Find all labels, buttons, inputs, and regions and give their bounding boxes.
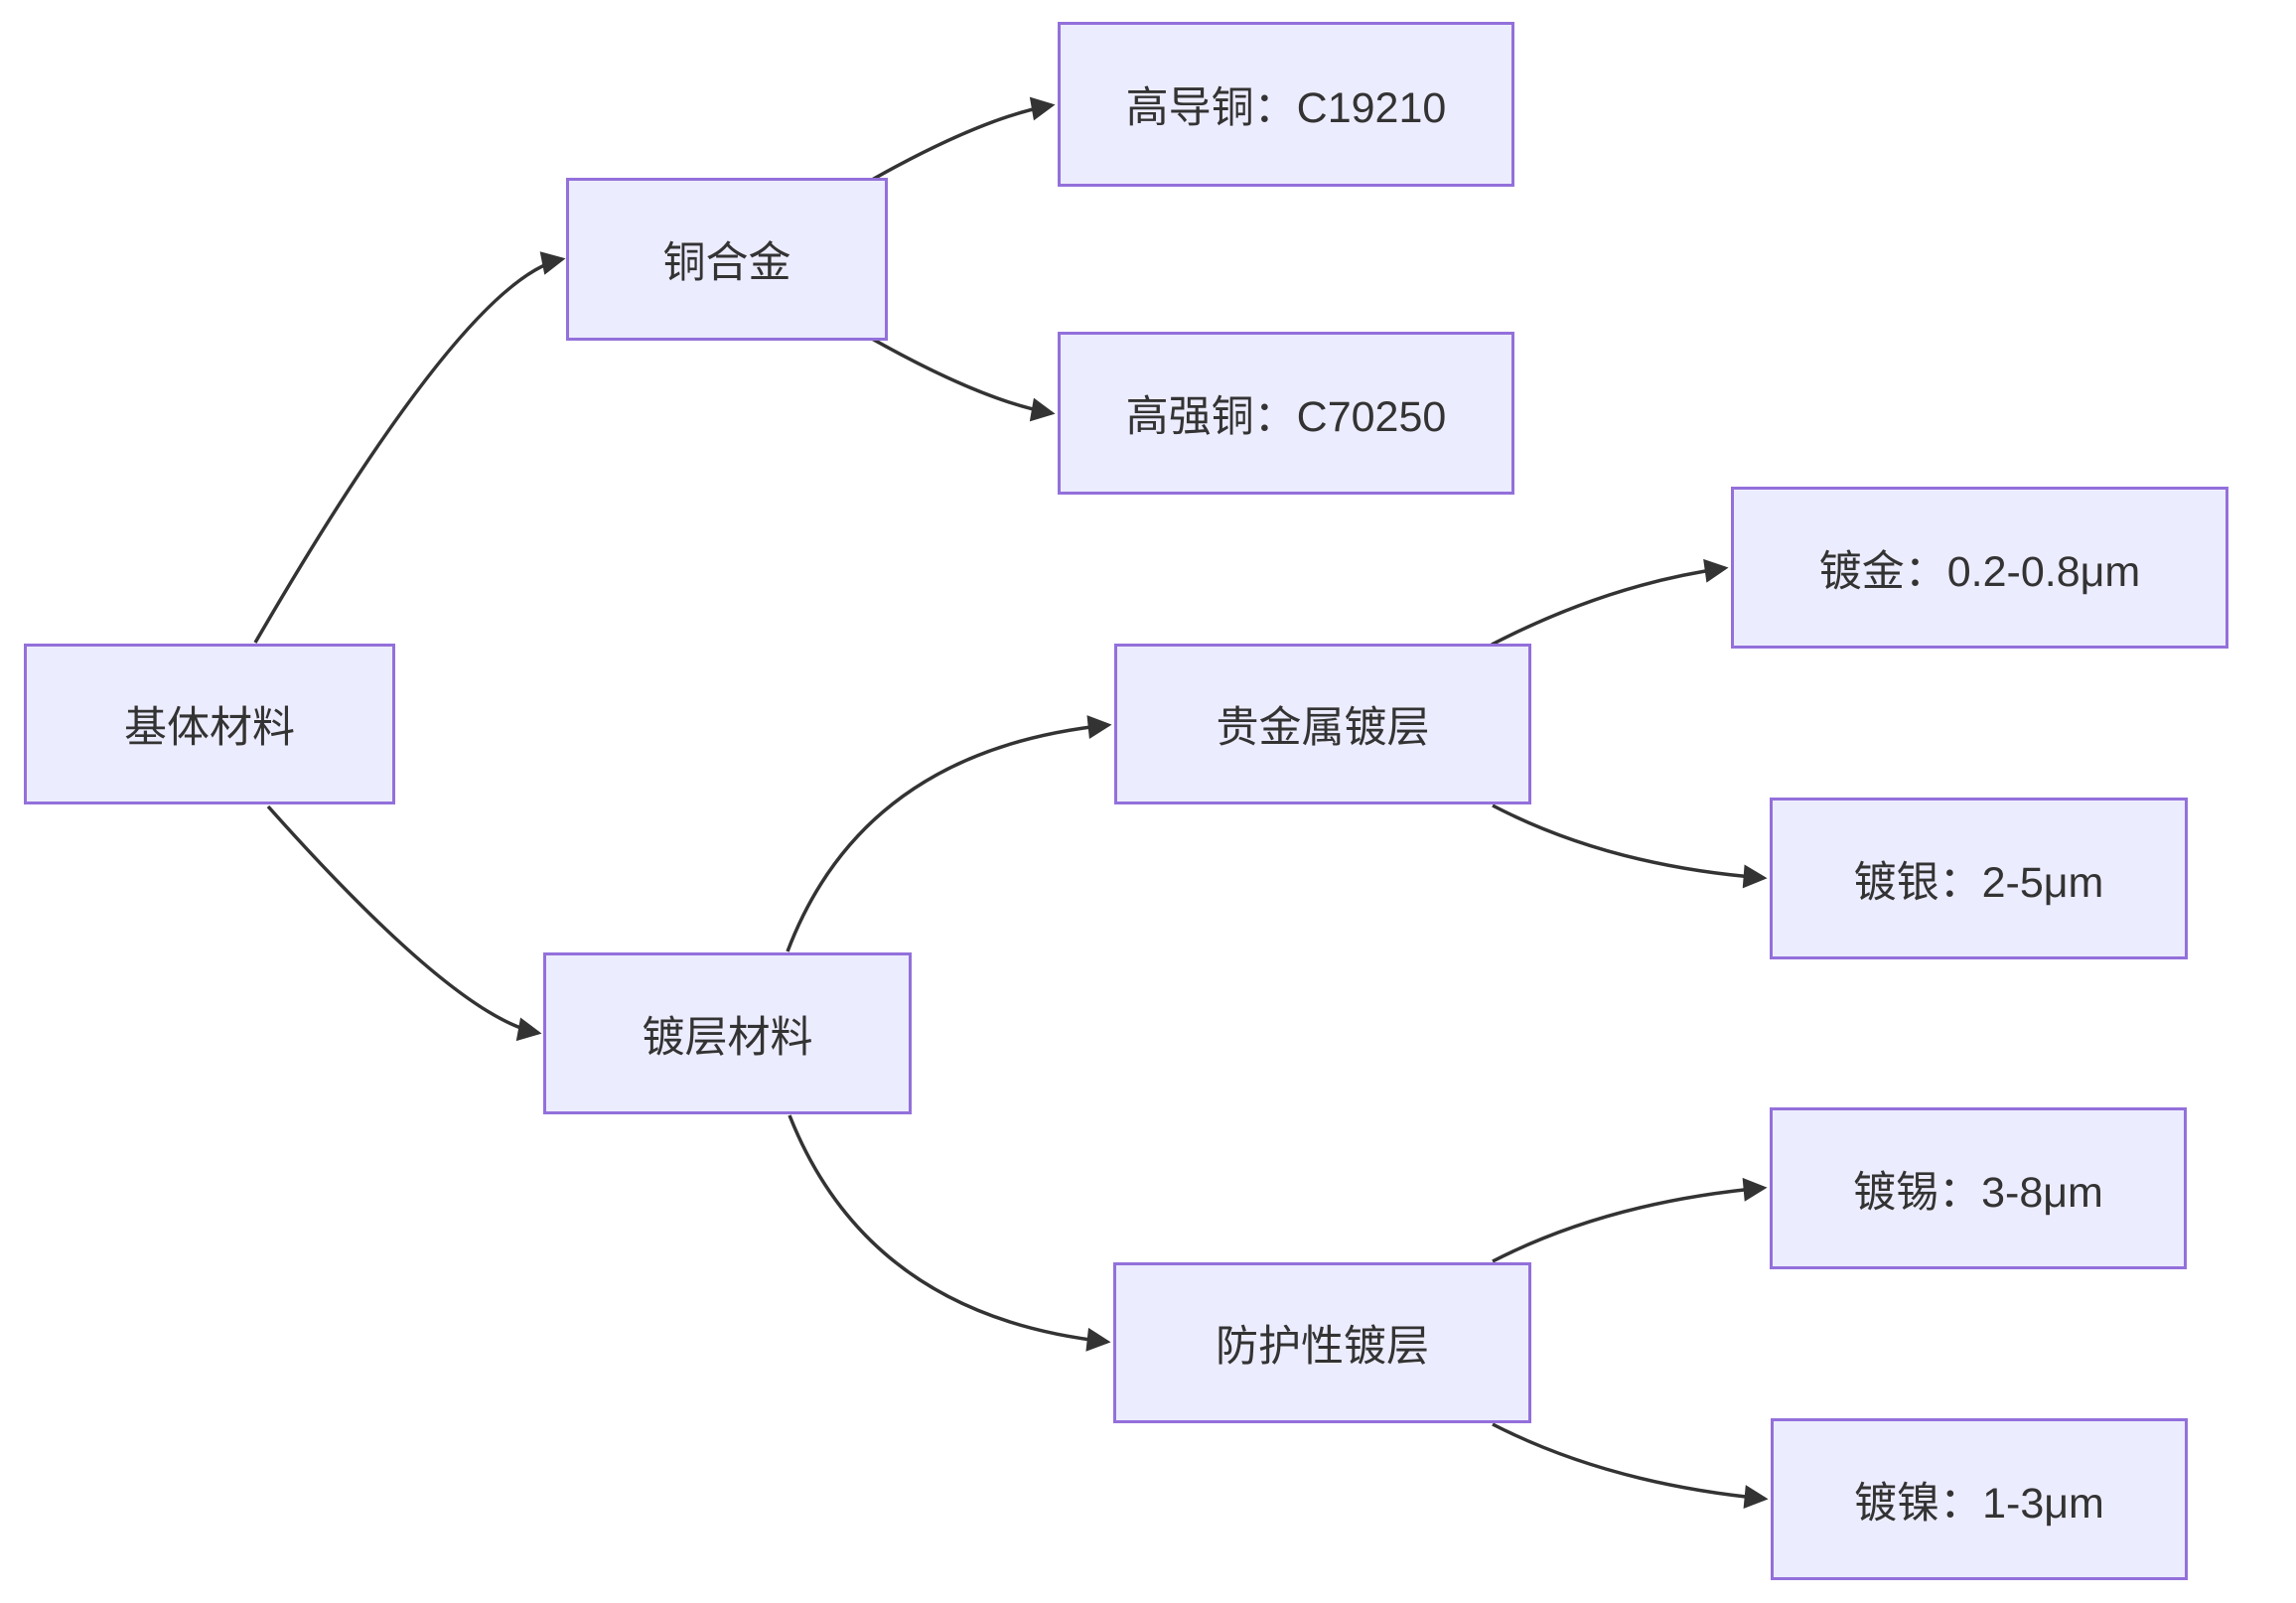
node-base-material: 基体材料 [24,644,395,804]
edge-copper-alloy-to-high-conductivity-cu [871,96,1056,182]
node-tin-plating: 镀锡：3-8μm [1770,1107,2187,1269]
edge-precious-metal-to-silver-plating [1492,803,1768,889]
node-protective-plating: 防护性镀层 [1113,1262,1531,1423]
node-precious-metal-plating: 贵金属镀层 [1114,644,1531,804]
node-plating-material: 镀层材料 [543,952,912,1114]
node-copper-alloy: 铜合金 [566,178,888,341]
edge-protective-plating-to-nickel-plating [1492,1422,1769,1510]
edge-base-material-to-copper-alloy [253,251,566,644]
node-high-conductivity-copper: 高导铜：C19210 [1058,22,1514,187]
node-gold-plating: 镀金：0.2-0.8μm [1731,487,2228,649]
edge-protective-plating-to-tin-plating [1492,1177,1768,1263]
node-nickel-plating: 镀镍：1-3μm [1771,1418,2188,1580]
edge-base-material-to-plating-material [266,804,542,1042]
edge-copper-alloy-to-high-strength-cu [871,337,1056,422]
edge-plating-material-to-protective-plating [788,1114,1111,1352]
node-silver-plating: 镀银：2-5μm [1770,798,2188,959]
edge-precious-metal-to-gold-plating [1491,558,1729,647]
node-high-strength-copper: 高强铜：C70250 [1058,332,1514,495]
edge-plating-material-to-precious-metal [786,715,1112,952]
